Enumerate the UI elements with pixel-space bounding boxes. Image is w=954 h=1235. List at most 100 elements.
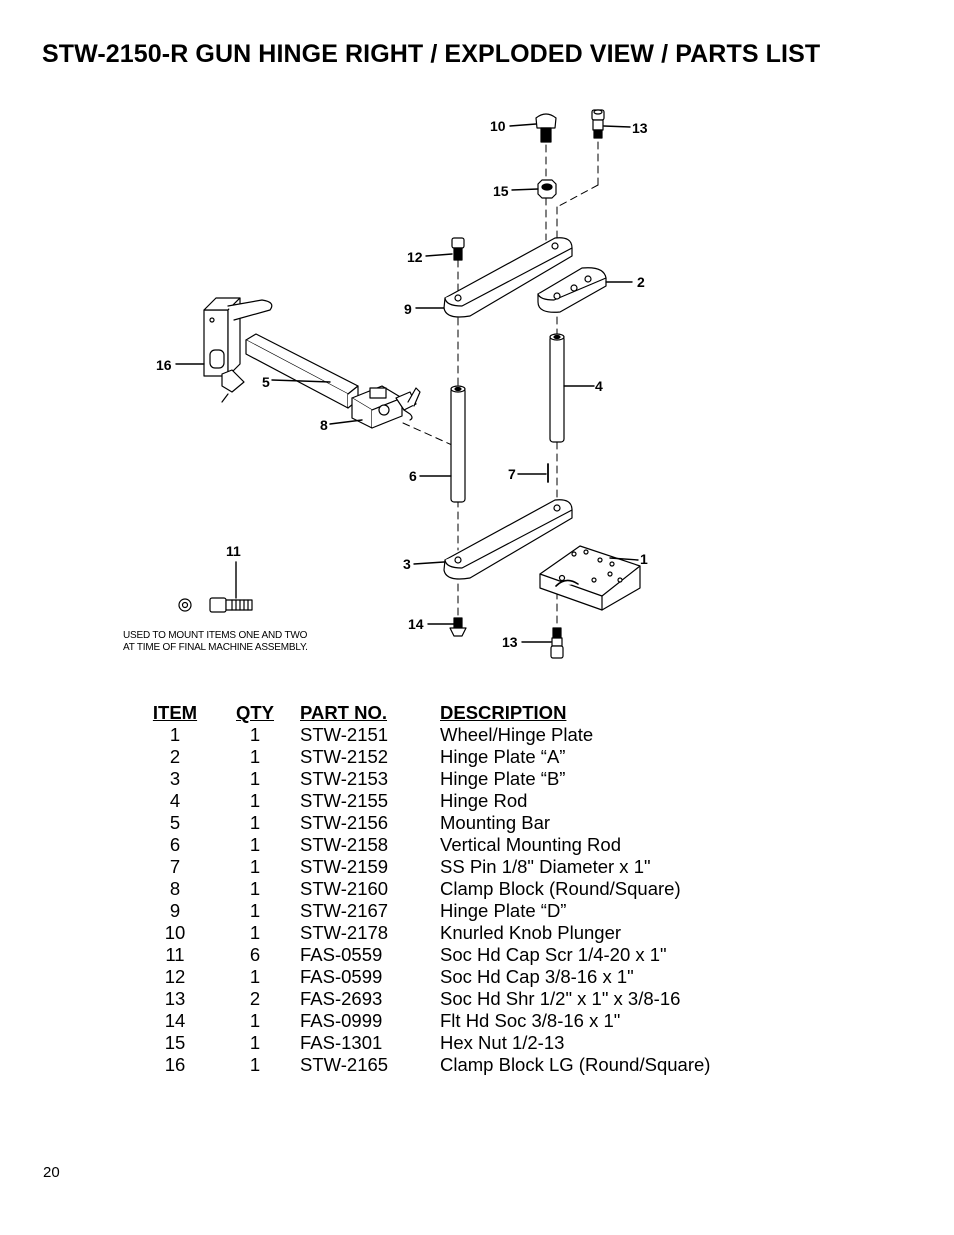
cell-part-no: STW-2160 xyxy=(300,878,389,899)
cell-qty: 1 xyxy=(249,856,261,877)
cell-item: 12 xyxy=(164,966,186,987)
cell-item: 13 xyxy=(164,988,186,1009)
callout-8: 8 xyxy=(320,417,328,433)
shoulder-screw-bottom-part xyxy=(550,627,564,659)
cap-screw-12-part xyxy=(451,237,465,261)
header-description: DESCRIPTION xyxy=(440,702,567,723)
cell-part-no: FAS-1301 xyxy=(300,1032,383,1053)
cell-description: Hinge Plate “B” xyxy=(440,768,566,789)
callout-13-top: 13 xyxy=(632,120,648,136)
cell-description: Flt Hd Soc 3/8-16 x 1" xyxy=(440,1010,621,1031)
wheel-hinge-plate-part xyxy=(539,545,641,611)
clamp-block-lg-part xyxy=(203,297,273,403)
cell-qty: 1 xyxy=(249,1054,261,1075)
cell-part-no: STW-2159 xyxy=(300,856,389,877)
exploded-view-diagram: 10 13 15 12 2 9 16 5 4 8 6 7 3 1 11 14 1… xyxy=(123,109,648,659)
cell-description: Clamp Block (Round/Square) xyxy=(440,878,681,899)
page-title: STW-2150-R GUN HINGE RIGHT / EXPLODED VI… xyxy=(42,40,821,68)
cell-description: Soc Hd Cap 3/8-16 x 1" xyxy=(440,966,634,987)
shoulder-screw-top-part xyxy=(591,109,605,139)
clamp-block-part xyxy=(351,385,421,429)
mounting-bar-part xyxy=(245,333,359,409)
callout-7: 7 xyxy=(508,466,516,482)
callout-leader-lines xyxy=(175,123,639,643)
cell-description: Soc Hd Cap Scr 1/4-20 x 1" xyxy=(440,944,667,965)
cell-qty: 1 xyxy=(249,966,261,987)
header-part-no: PART NO. xyxy=(300,702,388,723)
assembly-note: USED TO MOUNT ITEMS ONE AND TWO AT TIME … xyxy=(123,630,308,653)
callout-12: 12 xyxy=(407,249,423,265)
page-number: 20 xyxy=(43,1164,60,1181)
callout-11: 11 xyxy=(226,543,241,559)
cell-qty: 1 xyxy=(249,746,261,767)
parts-list-header-row: ITEM QTY PART NO. DESCRIPTION xyxy=(130,702,760,724)
cell-item: 8 xyxy=(169,878,181,899)
cell-description: Knurled Knob Plunger xyxy=(440,922,622,943)
cell-part-no: STW-2155 xyxy=(300,790,389,811)
cell-part-no: STW-2151 xyxy=(300,724,389,745)
cell-item: 11 xyxy=(165,944,185,965)
cell-item: 1 xyxy=(169,724,181,745)
callout-10: 10 xyxy=(490,118,506,134)
cell-item: 5 xyxy=(169,812,181,833)
callout-16: 16 xyxy=(156,357,172,373)
callout-4: 4 xyxy=(595,378,603,394)
cell-qty: 1 xyxy=(249,900,261,921)
cell-description: Clamp Block LG (Round/Square) xyxy=(440,1054,711,1075)
cell-description: Hinge Rod xyxy=(440,790,528,811)
cell-part-no: STW-2167 xyxy=(300,900,389,921)
cell-part-no: FAS-0999 xyxy=(300,1010,383,1031)
table-row: 16 1 STW-2165 Clamp Block LG (Round/Square) xyxy=(130,1054,760,1076)
cell-item: 14 xyxy=(164,1010,186,1031)
cell-item: 2 xyxy=(169,746,181,767)
cell-qty: 1 xyxy=(249,1032,261,1053)
cell-part-no: STW-2156 xyxy=(300,812,389,833)
cell-item: 16 xyxy=(164,1054,186,1075)
cell-item: 9 xyxy=(169,900,181,921)
vertical-mounting-rod-part xyxy=(450,385,466,503)
cell-part-no: STW-2158 xyxy=(300,834,389,855)
cell-item: 15 xyxy=(164,1032,186,1053)
cell-part-no: STW-2152 xyxy=(300,746,389,767)
cell-item: 10 xyxy=(164,922,186,943)
cell-qty: 2 xyxy=(249,988,261,1009)
knurled-knob-plunger-part xyxy=(535,113,557,143)
cell-description: Soc Hd Shr 1/2" x 1" x 3/8-16 xyxy=(440,988,681,1009)
cell-qty: 1 xyxy=(249,724,261,745)
callout-5: 5 xyxy=(262,374,270,390)
cell-item: 7 xyxy=(169,856,181,877)
cell-part-no: FAS-0559 xyxy=(300,944,383,965)
callout-labels: 10 13 15 12 2 9 16 5 4 8 6 7 3 1 11 14 1… xyxy=(156,118,648,650)
hinge-plate-a-part xyxy=(537,267,607,313)
callout-9: 9 xyxy=(404,301,412,317)
hinge-plate-d-part xyxy=(443,237,573,318)
callout-3: 3 xyxy=(403,556,411,572)
callout-1: 1 xyxy=(640,551,648,567)
cell-qty: 1 xyxy=(249,812,261,833)
cell-qty: 1 xyxy=(249,790,261,811)
table-row: 7 1 STW-2159 SS Pin 1/8" Diameter x 1" xyxy=(130,856,760,878)
cell-part-no: FAS-0599 xyxy=(300,966,383,987)
cell-qty: 1 xyxy=(249,768,261,789)
cell-description: Mounting Bar xyxy=(440,812,551,833)
flat-head-screw-part xyxy=(449,617,467,637)
assembly-note-line-2: AT TIME OF FINAL MACHINE ASSEMBLY. xyxy=(123,642,308,653)
cell-item: 3 xyxy=(169,768,181,789)
callout-15: 15 xyxy=(493,183,509,199)
cell-qty: 1 xyxy=(249,922,261,943)
cell-description: SS Pin 1/8" Diameter x 1" xyxy=(440,856,651,877)
cell-part-no: STW-2165 xyxy=(300,1054,389,1075)
callout-6: 6 xyxy=(409,468,417,484)
callout-14: 14 xyxy=(408,616,424,632)
hinge-plate-b-part xyxy=(443,499,573,580)
